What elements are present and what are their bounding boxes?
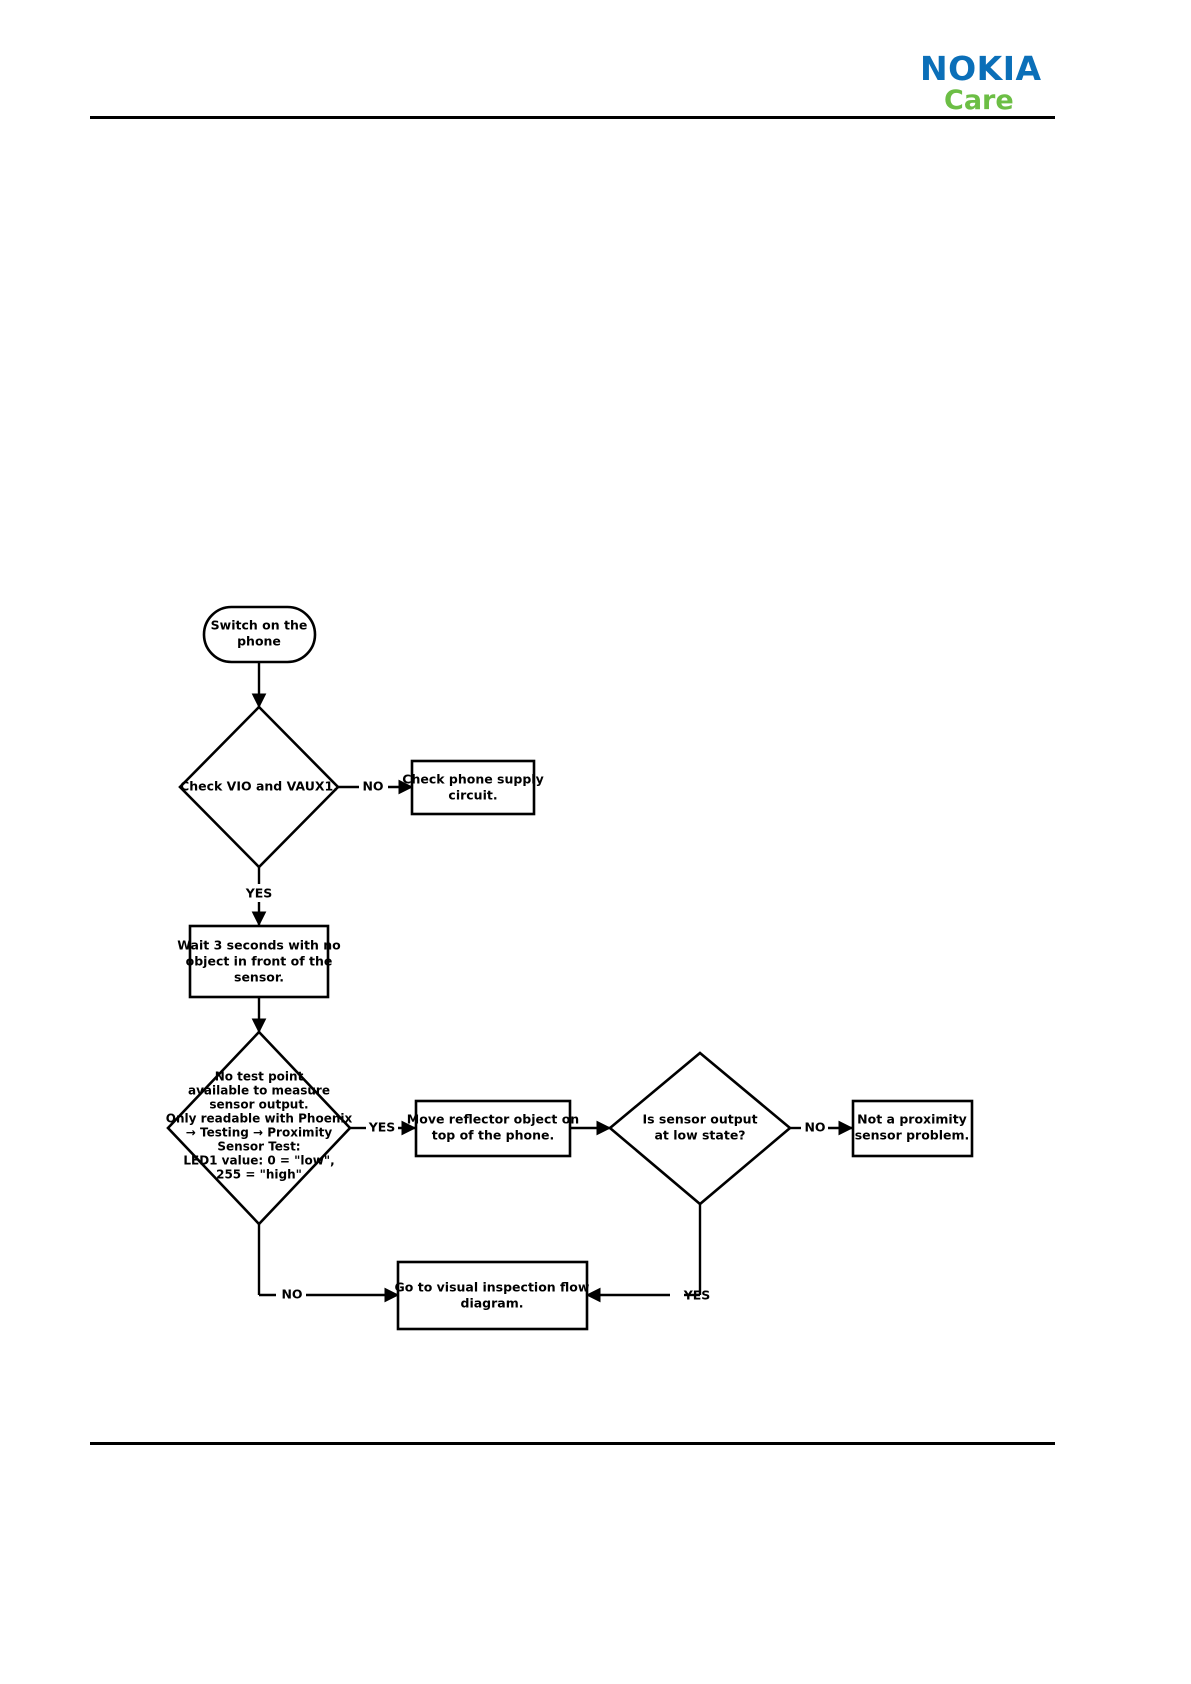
care-wordmark: Care bbox=[944, 85, 1014, 116]
node-no-test-point[interactable]: No test point available to measure senso… bbox=[166, 1030, 353, 1226]
node-label-ntp-line5: → Testing → Proximity bbox=[186, 1126, 333, 1140]
node-wait-3-seconds[interactable]: Wait 3 seconds with no object in front o… bbox=[177, 924, 341, 999]
edge-label-no-3: NO bbox=[804, 1120, 825, 1135]
edge-check-vio-yes: YES bbox=[245, 866, 273, 927]
edge-label-yes-2: YES bbox=[368, 1120, 396, 1135]
edge-check-vio-no: NO bbox=[338, 779, 414, 795]
edge-label-yes-1: YES bbox=[245, 886, 273, 901]
edge-sensor-low-yes: YES bbox=[585, 1204, 711, 1303]
node-is-sensor-output-low[interactable]: Is sensor output at low state? bbox=[607, 1051, 793, 1206]
node-label-wait-line1: Wait 3 seconds with no bbox=[177, 938, 341, 953]
edge-sensor-low-no: NO bbox=[790, 1120, 854, 1136]
footer-divider bbox=[90, 1442, 1055, 1445]
node-move-reflector-object[interactable]: Move reflector object on top of the phon… bbox=[407, 1099, 579, 1158]
node-label-ntp-line2: available to measure bbox=[188, 1084, 330, 1098]
edge-label-no-2: NO bbox=[281, 1287, 302, 1302]
node-label-check-vio: Check VIO and VAUX1. bbox=[180, 779, 338, 794]
edge-no-test-point-yes: YES bbox=[350, 1120, 417, 1136]
node-label-start-line1: Switch on the bbox=[211, 618, 308, 633]
node-label-reflector-line2: top of the phone. bbox=[432, 1128, 555, 1143]
node-label-reflector-line1: Move reflector object on bbox=[407, 1112, 579, 1127]
node-label-ntp-line6: Sensor Test: bbox=[217, 1140, 300, 1154]
nokia-care-logo: NOKIA Care bbox=[920, 52, 1055, 114]
node-label-wait-line3: sensor. bbox=[234, 970, 284, 985]
edge-label-yes-3: YES bbox=[683, 1288, 711, 1303]
node-check-phone-supply-circuit[interactable]: Check phone supply circuit. bbox=[402, 759, 544, 816]
node-label-start-line2: phone bbox=[237, 634, 281, 649]
node-label-notprox-line2: sensor problem. bbox=[855, 1128, 970, 1143]
node-label-ntp-line3: sensor output. bbox=[209, 1098, 308, 1112]
edge-label-no-1: NO bbox=[362, 779, 383, 794]
node-label-ntp-line7: LED1 value: 0 = "low", bbox=[183, 1154, 334, 1168]
node-label-ntp-line8: 255 = "high" bbox=[216, 1168, 302, 1182]
node-go-to-visual-inspection[interactable]: Go to visual inspection flow diagram. bbox=[395, 1260, 590, 1331]
node-label-supply-line1: Check phone supply bbox=[402, 772, 543, 787]
node-label-wait-line2: object in front of the bbox=[186, 954, 333, 969]
node-switch-on-the-phone[interactable]: Switch on the phone bbox=[202, 605, 317, 664]
edge-no-test-point-no: NO bbox=[257, 1224, 400, 1303]
node-label-visual-line2: diagram. bbox=[461, 1296, 524, 1311]
node-label-supply-line2: circuit. bbox=[448, 788, 497, 803]
node-label-ntp-line1: No test point bbox=[215, 1070, 304, 1084]
node-label-sensorlow-line2: at low state? bbox=[654, 1128, 745, 1143]
node-label-sensorlow-line1: Is sensor output bbox=[642, 1112, 757, 1127]
nokia-wordmark: NOKIA bbox=[920, 49, 1042, 88]
node-label-notprox-line1: Not a proximity bbox=[857, 1112, 967, 1127]
node-not-a-proximity-sensor-problem[interactable]: Not a proximity sensor problem. bbox=[851, 1099, 974, 1158]
node-check-vio-vaux1[interactable]: Check VIO and VAUX1. bbox=[178, 705, 340, 869]
node-label-visual-line1: Go to visual inspection flow bbox=[395, 1280, 590, 1295]
header-divider bbox=[90, 116, 1055, 119]
node-label-ntp-line4: Only readable with Phoenix bbox=[166, 1112, 353, 1126]
